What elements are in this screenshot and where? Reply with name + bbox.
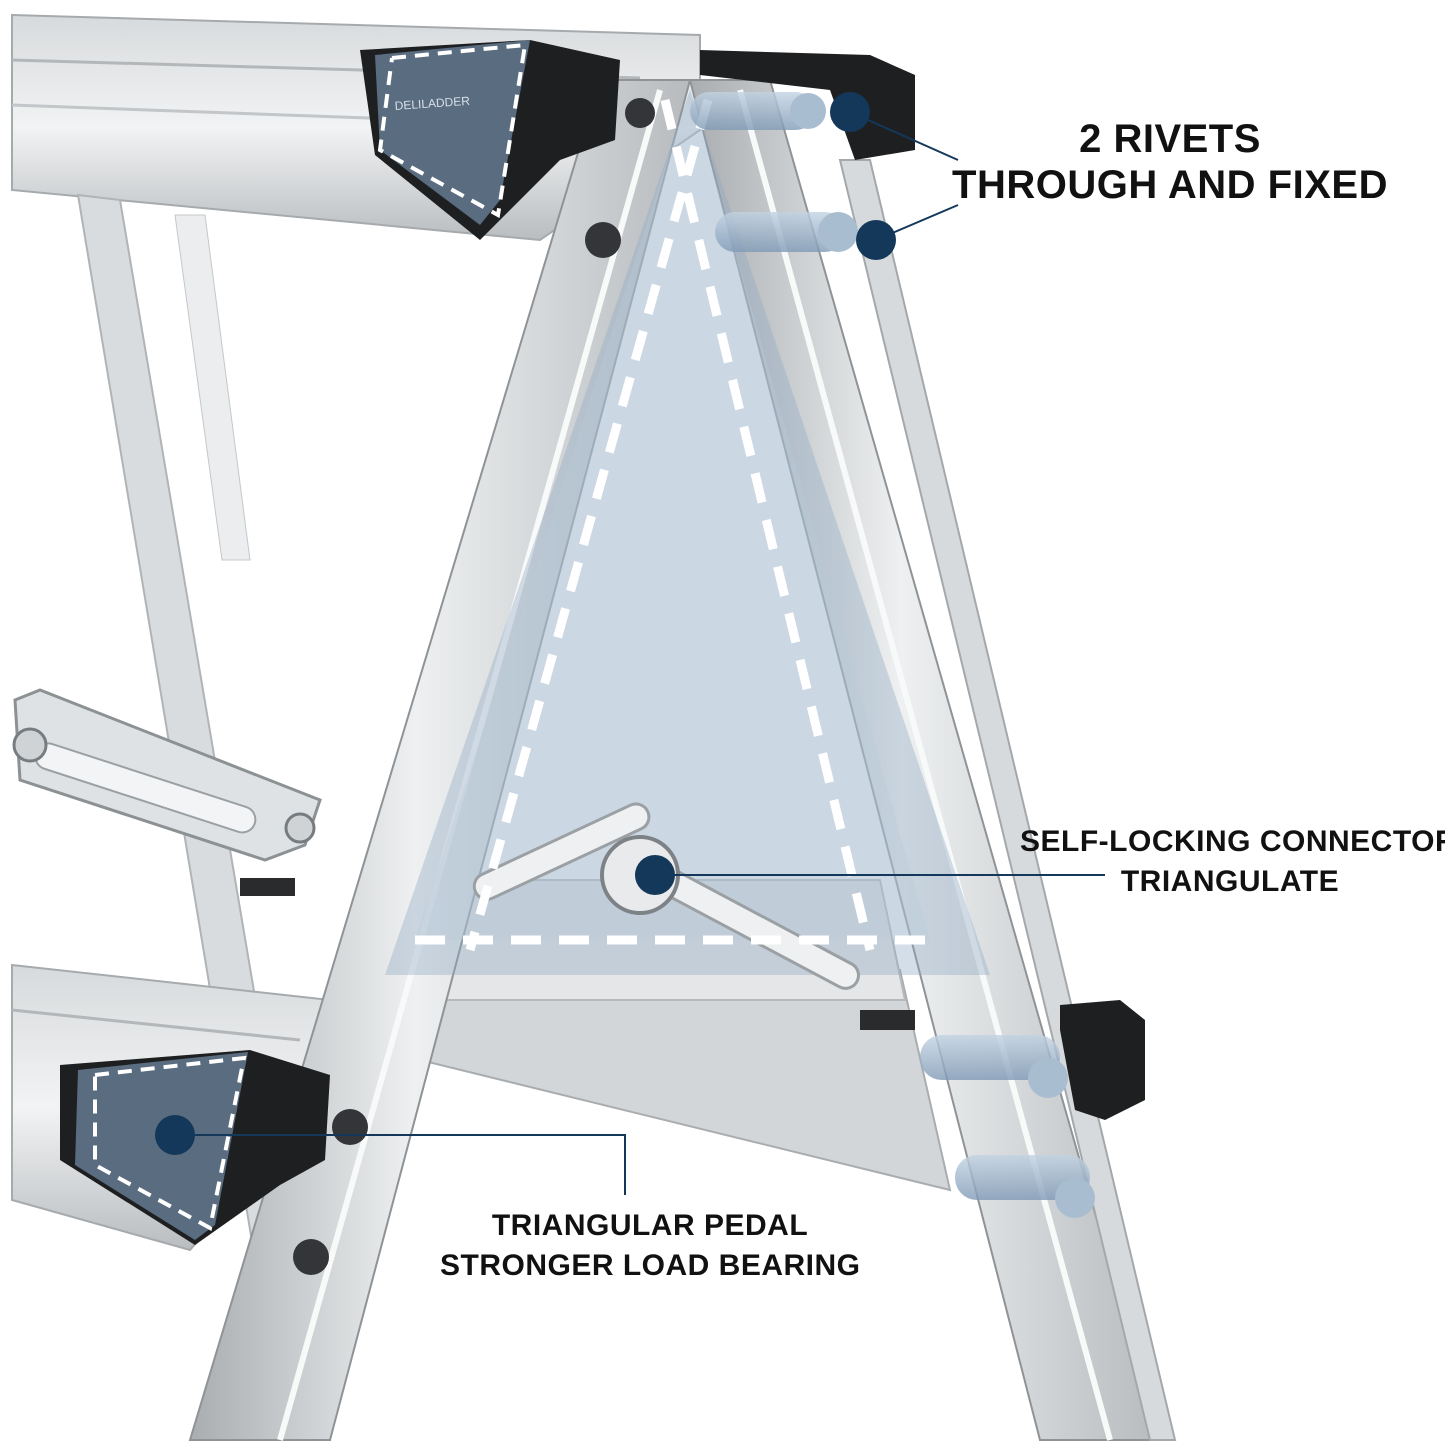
- pedal-callout-line2: STRONGER LOAD BEARING: [440, 1249, 861, 1282]
- rivets-callout-label: 2 RIVETS THROUGH AND FIXED: [940, 116, 1400, 208]
- connector-marker: [635, 855, 675, 895]
- triangle-overlay: [385, 90, 990, 975]
- pedal-callout-line1: TRIANGULAR PEDAL: [491, 1209, 809, 1242]
- connector-callout-label: SELF-LOCKING CONNECTOR TRIANGULATE: [1020, 822, 1445, 902]
- rivet-marker-bottom: [856, 220, 896, 260]
- connector-callout-pointer: [635, 855, 1105, 895]
- connector-callout-line1: SELF-LOCKING CONNECTOR: [1020, 825, 1445, 858]
- pedal-marker: [155, 1115, 195, 1155]
- top-right-cap: [700, 50, 915, 160]
- pedal-callout-label: TRIANGULAR PEDAL STRONGER LOAD BEARING: [440, 1206, 860, 1286]
- rivets-callout-line1: 2 RIVETS: [1079, 117, 1261, 161]
- rear-right-rail: [838, 159, 1177, 1441]
- dashed-triangle-guides: [415, 98, 935, 952]
- connector-callout-line2: TRIANGULATE: [1120, 865, 1340, 898]
- brand-mark: DELILADDER: [394, 94, 470, 113]
- rivets-callout-pointer: [830, 92, 959, 260]
- rivets-callout-line2: THROUGH AND FIXED: [952, 163, 1388, 207]
- lower-right-cap: [860, 1000, 1145, 1120]
- rivet-marker-top: [830, 92, 870, 132]
- rivet-pins: [293, 92, 1095, 1275]
- pedal-callout-pointer: [155, 1115, 626, 1195]
- spreader-arm: [12, 688, 322, 896]
- top-left-cap: DELILADDER: [360, 40, 620, 240]
